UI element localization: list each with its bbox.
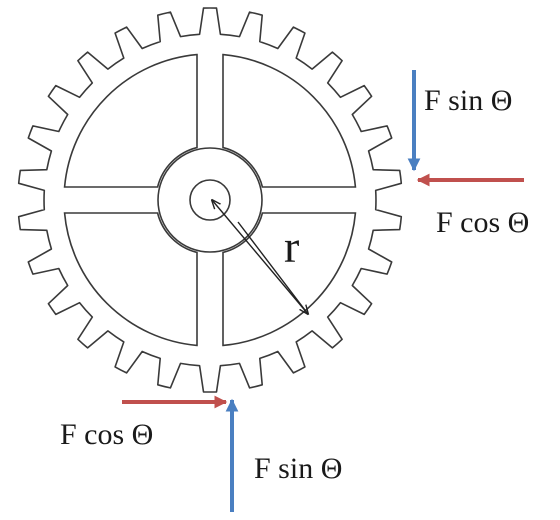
radius-arrow bbox=[237, 221, 308, 314]
force-label-cos-top: F cos Θ bbox=[436, 206, 529, 239]
gear-spoke-windows bbox=[63, 53, 357, 347]
radius-label: r bbox=[284, 221, 299, 272]
gear-hub bbox=[157, 147, 263, 253]
window-bottom-left bbox=[63, 212, 198, 347]
force-label-sin-top: F sin Θ bbox=[424, 84, 512, 117]
gear-axle-hole bbox=[189, 179, 231, 221]
gear-outline bbox=[17, 7, 403, 393]
force-label-cos-bottom: F cos Θ bbox=[60, 418, 153, 451]
window-top-right bbox=[222, 53, 357, 188]
window-top-left bbox=[63, 53, 198, 188]
radius-arrow-back bbox=[212, 200, 309, 315]
force-label-sin-bottom: F sin Θ bbox=[254, 452, 342, 485]
